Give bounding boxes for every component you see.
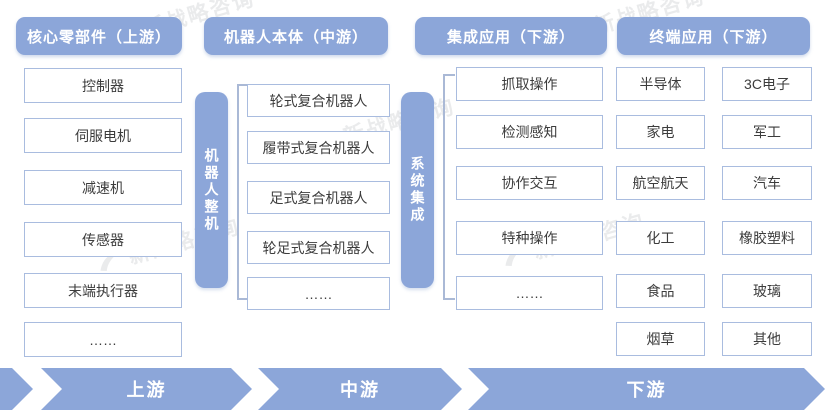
item-semiconductor: 半导体	[616, 67, 705, 101]
item-ellipsis: ……	[247, 277, 390, 310]
item-military: 军工	[722, 115, 812, 149]
item-collaborative-interaction: 协作交互	[456, 166, 603, 200]
item-home-appliance: 家电	[616, 115, 705, 149]
item-controller: 控制器	[24, 68, 182, 103]
side-label-system-integration: 系统集成	[401, 92, 434, 288]
item-detection-perception: 检测感知	[456, 115, 603, 149]
flow-chevron-start	[0, 368, 33, 410]
item-ellipsis: ……	[24, 322, 182, 357]
item-ellipsis: ……	[456, 276, 603, 310]
flow-midstream: 中游	[258, 368, 462, 410]
item-wheeled-composite-robot: 轮式复合机器人	[247, 84, 390, 117]
item-reducer: 减速机	[24, 170, 182, 205]
item-tracked-composite-robot: 履带式复合机器人	[247, 131, 390, 164]
flow-upstream: 上游	[41, 368, 252, 410]
item-chemical: 化工	[616, 221, 705, 255]
item-3c-electronics: 3C电子	[722, 67, 812, 101]
side-label-robot-complete-machine: 机器人整机	[195, 92, 228, 288]
item-automotive: 汽车	[722, 166, 812, 200]
header-terminal-applications: 终端应用（下游）	[617, 17, 810, 55]
item-tobacco: 烟草	[616, 322, 705, 356]
flow-downstream: 下游	[468, 368, 825, 410]
item-glass: 玻璃	[722, 274, 812, 308]
item-special-operation: 特种操作	[456, 221, 603, 255]
item-end-effector: 末端执行器	[24, 273, 182, 308]
item-food: 食品	[616, 274, 705, 308]
item-grasping-operation: 抓取操作	[456, 67, 603, 101]
item-rubber-plastics: 橡胶塑料	[722, 221, 812, 255]
header-integrated-applications: 集成应用（下游）	[415, 17, 607, 55]
item-aerospace: 航空航天	[616, 166, 705, 200]
item-servo-motor: 伺服电机	[24, 118, 182, 153]
bracket-system-integration	[443, 74, 455, 300]
header-robot-body: 机器人本体（中游）	[204, 17, 388, 55]
item-other: 其他	[722, 322, 812, 356]
item-wheel-leg-composite-robot: 轮足式复合机器人	[247, 231, 390, 264]
header-core-components: 核心零部件（上游）	[16, 17, 182, 55]
item-legged-composite-robot: 足式复合机器人	[247, 181, 390, 214]
bracket-robot-body	[237, 84, 249, 300]
item-sensor: 传感器	[24, 222, 182, 257]
